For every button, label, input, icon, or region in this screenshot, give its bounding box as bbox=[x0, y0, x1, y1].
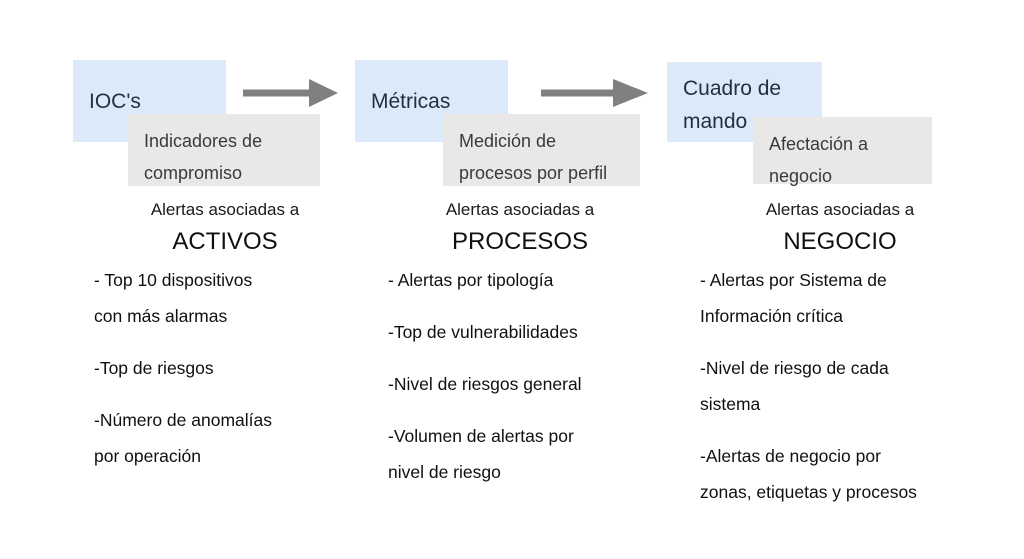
list-item: -Top de riesgos bbox=[94, 358, 214, 378]
detail-box-medicion-procesos: Medición de procesos por perfil bbox=[443, 114, 640, 186]
list-item: -Alertas de negocio por zonas, etiquetas… bbox=[700, 446, 917, 502]
detail-box-medicion-procesos-label: Medición de procesos por perfil bbox=[459, 131, 608, 183]
list-item: -Nivel de riesgo de cada sistema bbox=[700, 358, 889, 414]
bullet-list-procesos: - Alertas por tipología -Top de vulnerab… bbox=[370, 262, 670, 490]
stage-box-cuadro-de-mando-label: Cuadro de mando bbox=[683, 77, 782, 133]
list-item: - Alertas por Sistema de Información crí… bbox=[700, 270, 887, 326]
arrow-right-icon bbox=[541, 79, 648, 107]
detail-box-indicadores-compromiso: Indicadores de compromiso bbox=[128, 114, 320, 186]
stage-box-metricas: Métricas bbox=[355, 60, 508, 142]
column-activos: Alertas asociadas a ACTIVOS - Top 10 dis… bbox=[75, 200, 375, 474]
arrow-right-icon bbox=[243, 79, 338, 107]
detail-box-afectacion-negocio-label: Afectación a negocio bbox=[769, 134, 869, 186]
detail-box-afectacion-negocio: Afectación a negocio bbox=[753, 117, 932, 186]
stage-title-procesos: PROCESOS bbox=[451, 228, 589, 255]
stage-box-iocs-label: IOC's bbox=[89, 89, 141, 113]
list-item: -Top de vulnerabilidades bbox=[388, 322, 578, 342]
list-item: -Nivel de riesgos general bbox=[388, 374, 582, 394]
column-negocio: Alertas asociadas a NEGOCIO - Alertas po… bbox=[680, 200, 1000, 510]
assoc-line-procesos: Alertas asociadas a bbox=[445, 200, 595, 219]
stage-box-metricas-label: Métricas bbox=[371, 89, 451, 113]
bullet-list-activos: - Top 10 dispositivos con más alarmas -T… bbox=[75, 262, 375, 474]
stage-box-cuadro-de-mando: Cuadro de mando bbox=[667, 62, 822, 142]
list-item: - Alertas por tipología bbox=[388, 270, 554, 290]
bullet-list-negocio: - Alertas por Sistema de Información crí… bbox=[680, 262, 1000, 510]
assoc-line-activos: Alertas asociadas a bbox=[150, 200, 300, 219]
column-procesos: Alertas asociadas a PROCESOS - Alertas p… bbox=[370, 200, 670, 490]
stage-title-negocio: NEGOCIO bbox=[783, 228, 897, 255]
assoc-line-negocio: Alertas asociadas a bbox=[765, 200, 915, 219]
list-item: -Volumen de alertas por nivel de riesgo bbox=[388, 426, 574, 482]
list-item: -Número de anomalías por operación bbox=[94, 410, 272, 466]
stage-title-activos: ACTIVOS bbox=[172, 228, 278, 255]
detail-box-indicadores-compromiso-label: Indicadores de compromiso bbox=[144, 131, 263, 183]
list-item: - Top 10 dispositivos con más alarmas bbox=[94, 270, 253, 326]
